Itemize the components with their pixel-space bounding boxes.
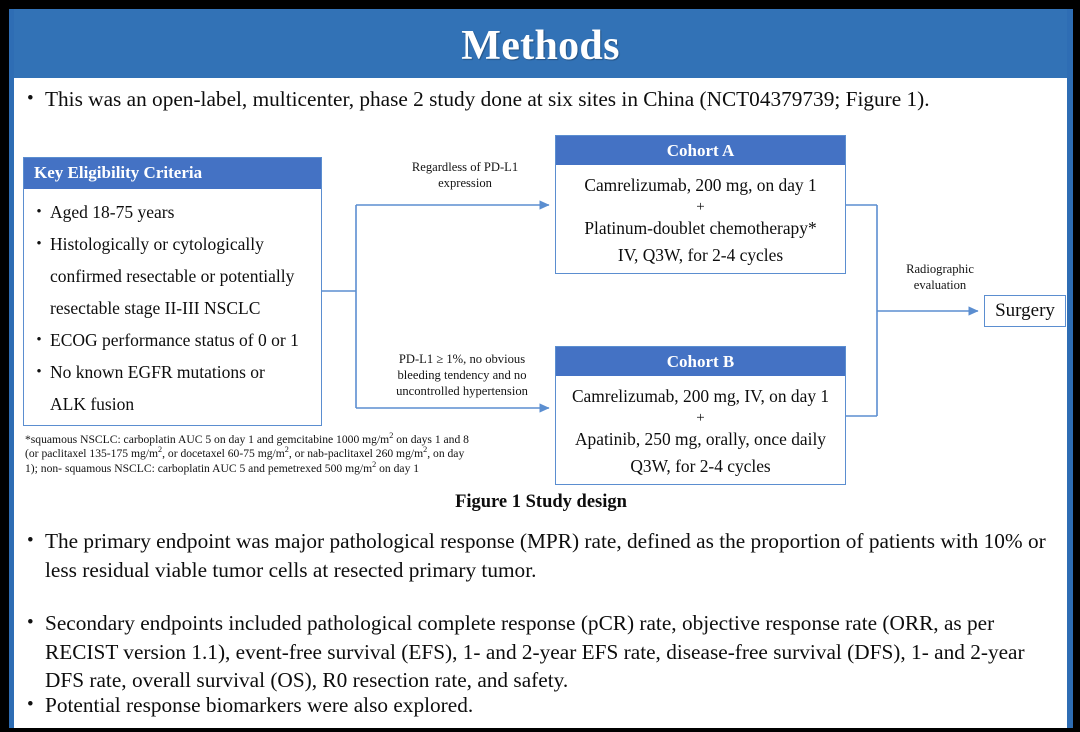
body-bullet-2-line3: and 2-year DFS rate, overall survival (O… bbox=[45, 639, 1025, 693]
body-bullet-3-text: Potential response biomarkers were also … bbox=[45, 693, 474, 717]
surgery-box: Surgery bbox=[984, 295, 1066, 327]
bullet-marker-icon: • bbox=[36, 236, 42, 252]
bullet-marker-icon: • bbox=[36, 364, 42, 380]
cohort-a-body: Camrelizumab, 200 mg, on day 1 + Platinu… bbox=[556, 166, 845, 269]
cohort-b-line3: Q3W, for 2-4 cycles bbox=[630, 456, 771, 476]
radiographic-label-line2: evaluation bbox=[913, 278, 967, 292]
eligibility-item-text: ECOG performance status of 0 or 1 bbox=[50, 330, 299, 350]
cohort-b-header: Cohort B bbox=[556, 347, 845, 376]
cohort-a-header: Cohort A bbox=[556, 136, 845, 165]
bullet-marker-icon: • bbox=[27, 694, 34, 715]
eligibility-item-text: confirmed resectable or potentially bbox=[50, 266, 295, 286]
bottom-branch-label-line3: uncontrolled hypertension bbox=[396, 384, 528, 398]
footnote-sup: 2 bbox=[284, 445, 289, 455]
cohort-a-plus: + bbox=[696, 199, 705, 215]
list-item: • ECOG performance status of 0 or 1 bbox=[28, 325, 315, 356]
bottom-branch-label-line1: PD-L1 ≥ 1%, no obvious bbox=[398, 352, 526, 366]
top-branch-label-line2: expression bbox=[438, 176, 492, 190]
body-bullet-1-line1: The primary endpoint was major pathologi… bbox=[45, 529, 936, 553]
body-bullet-2: • Secondary endpoints included pathologi… bbox=[19, 609, 1065, 695]
body-bullet-1-text: The primary endpoint was major pathologi… bbox=[45, 527, 1059, 584]
bullet-marker-icon: • bbox=[27, 88, 34, 109]
eligibility-header-label: Key Eligibility Criteria bbox=[34, 163, 203, 182]
footnote-sup: 2 bbox=[423, 445, 428, 455]
cohort-b-body: Camrelizumab, 200 mg, IV, on day 1 + Apa… bbox=[556, 377, 845, 480]
bottom-branch-label: PD-L1 ≥ 1%, no obvious bleeding tendency… bbox=[367, 351, 557, 399]
body-bullet-2-line1: Secondary endpoints included pathologica… bbox=[45, 611, 962, 635]
list-item-continuation: resectable stage II-III NSCLC bbox=[28, 293, 315, 324]
cohort-a-box: Cohort A Camrelizumab, 200 mg, on day 1 … bbox=[555, 135, 846, 274]
bullet-marker-icon: • bbox=[36, 332, 42, 348]
footnote-line-2b: , or docetaxel 60-75 mg/m bbox=[162, 447, 285, 461]
eligibility-item-text: ALK fusion bbox=[50, 394, 135, 414]
footnote-sup: 2 bbox=[158, 445, 163, 455]
eligibility-criteria-box: Key Eligibility Criteria • Aged 18-75 ye… bbox=[23, 157, 322, 426]
cohort-b-box: Cohort B Camrelizumab, 200 mg, IV, on da… bbox=[555, 346, 846, 485]
left-edge-bar bbox=[9, 9, 14, 728]
right-edge-bar bbox=[1067, 9, 1073, 728]
list-item: • Histologically or cytologically bbox=[28, 229, 315, 260]
figure-caption: Figure 1 Study design bbox=[455, 492, 627, 512]
body-bullet-2-text: Secondary endpoints included pathologica… bbox=[45, 609, 1065, 695]
cohort-a-line2: Platinum-doublet chemotherapy* bbox=[584, 218, 817, 238]
body-bullet-1-line2: with 10% or less residual viable tumor c… bbox=[45, 529, 1046, 582]
lead-bullet: • This was an open-label, multicenter, p… bbox=[19, 85, 1059, 113]
page-title: Methods bbox=[461, 23, 620, 69]
figure-footnote: *squamous NSCLC: carboplatin AUC 5 on da… bbox=[25, 431, 473, 476]
footnote-sup: 2 bbox=[389, 431, 394, 441]
body-bullet-2-line2: per RECIST version 1.1), event-free surv… bbox=[45, 611, 995, 664]
radiographic-label-line1: Radiographic bbox=[906, 262, 974, 276]
body-bullet-3: • Potential response biomarkers were als… bbox=[19, 691, 1019, 720]
radiographic-evaluation-label: Radiographic evaluation bbox=[887, 261, 993, 293]
footnote-line-1b: on days 1 and 8 (or bbox=[25, 433, 469, 461]
title-band: Methods bbox=[14, 9, 1067, 78]
footnote-line-2d: , on day 1); non- bbox=[25, 447, 465, 475]
list-item: • No known EGFR mutations or bbox=[28, 357, 315, 388]
cohort-b-line2: Apatinib, 250 mg, orally, once daily bbox=[575, 429, 826, 449]
footnote-line-1a: *squamous NSCLC: carboplatin AUC 5 on da… bbox=[25, 433, 390, 446]
footnote-line-2c: , or nab-paclitaxel 260 mg/m bbox=[288, 447, 424, 461]
list-item-continuation: confirmed resectable or potentially bbox=[28, 261, 315, 292]
slide-content: Methods • This was an open-label, multic… bbox=[9, 9, 1073, 728]
eligibility-header: Key Eligibility Criteria bbox=[24, 158, 321, 189]
top-branch-label-line1: Regardless of PD-L1 bbox=[411, 160, 519, 174]
footnote-line-3a: squamous NSCLC: carboplatin AUC 5 and pe… bbox=[64, 461, 373, 475]
cohort-b-plus: + bbox=[696, 410, 705, 426]
body-bullet-1: • The primary endpoint was major patholo… bbox=[19, 527, 1059, 584]
eligibility-list: • Aged 18-75 years • Histologically or c… bbox=[24, 191, 321, 421]
bullet-marker-icon: • bbox=[36, 204, 42, 220]
lead-bullet-text: This was an open-label, multicenter, pha… bbox=[45, 87, 930, 111]
bottom-branch-label-line2: bleeding tendency and no bbox=[397, 368, 527, 382]
list-item: • Aged 18-75 years bbox=[28, 197, 315, 228]
bullet-marker-icon: • bbox=[27, 530, 34, 551]
top-branch-label: Regardless of PD-L1 expression bbox=[379, 159, 551, 191]
cohort-a-line1: Camrelizumab, 200 mg, on day 1 bbox=[584, 175, 817, 195]
list-item-continuation: ALK fusion bbox=[28, 389, 315, 420]
eligibility-item-text: Aged 18-75 years bbox=[50, 202, 175, 222]
eligibility-item-text: Histologically or cytologically bbox=[50, 234, 264, 254]
surgery-label: Surgery bbox=[995, 300, 1055, 321]
footnote-sup: 2 bbox=[372, 459, 377, 469]
eligibility-item-text: No known EGFR mutations or bbox=[50, 362, 265, 382]
cohort-a-line3: IV, Q3W, for 2-4 cycles bbox=[617, 245, 784, 265]
footnote-line-2a: paclitaxel 135-175 mg/m bbox=[41, 447, 158, 461]
footnote-line-3b: on day 1 bbox=[376, 461, 420, 475]
cohort-a-header-label: Cohort A bbox=[666, 141, 735, 160]
eligibility-item-text: resectable stage II-III NSCLC bbox=[50, 298, 261, 318]
study-design-figure: Key Eligibility Criteria • Aged 18-75 ye… bbox=[9, 121, 1073, 511]
cohort-b-line1: Camrelizumab, 200 mg, IV, on day 1 bbox=[571, 386, 830, 406]
cohort-b-header-label: Cohort B bbox=[666, 352, 735, 371]
bullet-marker-icon: • bbox=[27, 612, 34, 633]
